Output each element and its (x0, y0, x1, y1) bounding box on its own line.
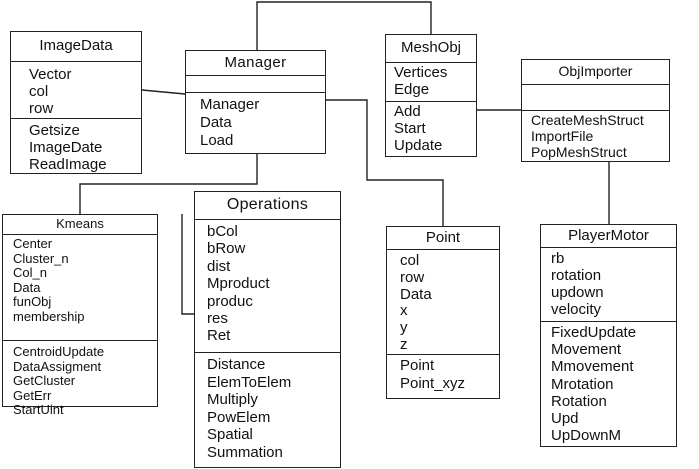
attribute: Ret (207, 327, 231, 345)
attribute: z (400, 335, 408, 353)
connector-manager-imagedata (141, 89, 186, 95)
class-name: ObjImporter (522, 60, 669, 85)
method: Point (400, 357, 435, 374)
attribute: res (207, 310, 228, 328)
method: Load (200, 132, 234, 149)
class-name: PlayerMotor (541, 225, 676, 248)
attribute: rotation (551, 267, 602, 284)
class-name: Point (387, 227, 499, 250)
attribute: y (400, 319, 408, 337)
connector-manager-meshobj (256, 1, 432, 50)
methods-section: CentroidUpdate DataAssigment GetCluster … (3, 340, 157, 418)
method: Rotation (551, 392, 607, 410)
connector-manager-point (326, 99, 444, 226)
attribute: row (29, 100, 54, 117)
attribute: Mproduct (207, 275, 270, 293)
attribute: Vector (29, 66, 72, 83)
attributes-section: Vertices Edge (386, 63, 476, 101)
class-point[interactable]: Point col row Data x y z Point Point_xyz (386, 226, 500, 399)
attribute: x (400, 302, 408, 320)
method: Movement (551, 341, 622, 359)
method: Multiply (207, 391, 258, 409)
class-name: Operations (195, 192, 340, 220)
class-meshobj[interactable]: MeshObj Vertices Edge Add Start Update (385, 34, 477, 157)
method: ImportFile (531, 128, 594, 144)
attributes-section (522, 85, 669, 110)
attribute: Center (13, 236, 53, 251)
attribute: produc (207, 292, 253, 310)
attributes-section: rb rotation updown velocity (541, 248, 676, 321)
method: ElemToElem (207, 373, 292, 391)
attribute: Vertices (394, 64, 448, 81)
attribute: col (400, 252, 420, 269)
method: Getsize (29, 122, 80, 139)
class-name: Manager (186, 51, 325, 76)
attribute: bCol (207, 223, 238, 240)
method: ImageDate (29, 139, 103, 156)
class-manager[interactable]: Manager Manager Data Load (185, 50, 326, 154)
method: Summation (207, 443, 283, 461)
class-name: MeshObj (386, 35, 476, 63)
class-imagedata[interactable]: ImageData Vector col row Getsize ImageDa… (10, 31, 142, 174)
attribute: Data (13, 279, 41, 295)
attributes-section: bCol bRow dist Mproduct produc res Ret (195, 220, 340, 352)
attribute: velocity (551, 301, 602, 318)
attribute: bRow (207, 240, 246, 258)
attribute: rb (551, 250, 565, 267)
method: GetErr (13, 387, 52, 403)
class-kmeans[interactable]: Kmeans Center Cluster_n Col_n Data funOb… (2, 214, 158, 417)
method: DataAssigment (13, 358, 102, 374)
method: Upd (551, 410, 579, 428)
attribute: Col_n (13, 265, 47, 281)
method: StartUint (13, 402, 64, 418)
attribute: dist (207, 257, 231, 275)
attributes-section: Vector col row (11, 62, 141, 118)
attribute: membership (13, 308, 85, 324)
class-operations[interactable]: Operations bCol bRow dist Mproduct produ… (194, 191, 341, 468)
attribute: Data (400, 285, 432, 303)
class-playermotor[interactable]: PlayerMotor rb rotation updown velocity … (540, 224, 677, 447)
attribute: Edge (394, 81, 430, 98)
method: PopMeshStruct (531, 144, 627, 160)
methods-section: Getsize ImageDate ReadImage (11, 118, 141, 173)
method: CreateMeshStruct (531, 112, 644, 128)
method: Start (394, 120, 426, 137)
methods-section: Distance ElemToElem Multiply PowElem Spa… (195, 352, 340, 462)
methods-section: Manager Data Load (186, 92, 325, 150)
class-objimporter[interactable]: ObjImporter CreateMeshStruct ImportFile … (521, 59, 670, 162)
method: Update (394, 137, 443, 154)
attribute: updown (551, 284, 604, 301)
methods-section: Point Point_xyz (387, 354, 499, 392)
attribute: row (400, 268, 425, 286)
methods-section: Add Start Update (386, 101, 476, 154)
method: Mrotation (551, 375, 614, 393)
method: GetCluster (13, 373, 76, 389)
methods-section: CreateMeshStruct ImportFile PopMeshStruc… (522, 110, 669, 160)
attributes-section: Center Cluster_n Col_n Data funObj membe… (3, 235, 157, 340)
method: ReadImage (29, 156, 107, 173)
method: PowElem (207, 408, 271, 426)
method: Add (394, 103, 421, 120)
method: Distance (207, 356, 266, 373)
attribute: col (29, 83, 49, 100)
attribute: funObj (13, 294, 52, 310)
class-name: ImageData (11, 32, 141, 62)
method: CentroidUpdate (13, 344, 105, 359)
attributes-section (186, 76, 325, 92)
attribute: Cluster_n (13, 250, 69, 266)
method: FixedUpdate (551, 324, 637, 341)
method: Point_xyz (400, 374, 466, 392)
method: Mmovement (551, 358, 634, 376)
attributes-section: col row Data x y z (387, 250, 499, 354)
method: Manager (200, 96, 260, 113)
class-name: Kmeans (3, 215, 157, 235)
methods-section: FixedUpdate Movement Mmovement Mrotation… (541, 321, 676, 444)
method: Spatial (207, 426, 253, 444)
connector-manager-operations (181, 214, 194, 315)
method: UpDownM (551, 427, 622, 445)
method: Data (200, 114, 232, 131)
connector-manager-kmeans (79, 154, 258, 214)
